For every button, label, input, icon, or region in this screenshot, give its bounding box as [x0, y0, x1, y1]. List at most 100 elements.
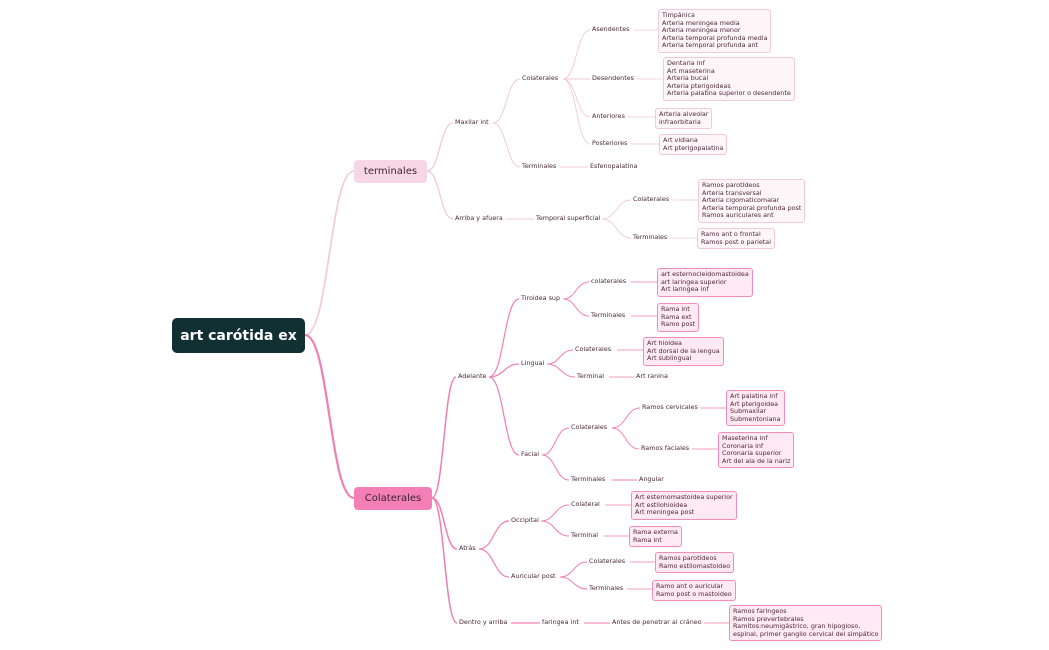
node-occipital-colateral[interactable]: Colateral	[571, 500, 600, 508]
node-tiroidea-sup[interactable]: Tiroidea sup	[521, 294, 561, 302]
node-auricular-post[interactable]: Auricular post	[511, 572, 556, 580]
node-terminales-temporal[interactable]: Terminales	[633, 233, 668, 241]
node-tiroidea-terminales[interactable]: Terminales	[591, 311, 626, 319]
node-faringea-int[interactable]: faringea int	[542, 618, 579, 626]
node-art-ranina[interactable]: Art ranina	[636, 372, 668, 380]
node-adelante[interactable]: Adelante	[458, 372, 487, 380]
connector-line	[541, 427, 570, 456]
list-line: Coronaria inf	[722, 441, 764, 450]
node-colaterales-maxilar[interactable]: Colaterales	[522, 74, 559, 82]
list-line: Ramo estilomastoideo	[659, 561, 731, 570]
node-occipital[interactable]: Occipital	[511, 516, 539, 524]
list-line: Dentaria inf	[667, 59, 705, 67]
list-line: espinal, primer ganglio cervical del sim…	[733, 629, 879, 638]
node-ramos-cervicales[interactable]: Ramos cervicales	[642, 403, 698, 411]
node-facial[interactable]: Facial	[521, 450, 539, 458]
node-lingual-terminal[interactable]: Terminal	[577, 372, 605, 380]
connector-line	[559, 561, 588, 578]
list-line: Arteria temporal profunda media	[662, 33, 768, 42]
connector-line	[478, 520, 510, 550]
branch-colaterales[interactable]: Colaterales	[354, 487, 432, 510]
list-line: Art palatina inf	[730, 392, 778, 400]
list-line: Maseterina inf	[722, 434, 768, 442]
list-line: Art dorsal de la lengua	[647, 346, 720, 355]
node-lingual-colaterales[interactable]: Colaterales	[575, 345, 612, 353]
list-line: Arteria transversal	[702, 188, 762, 197]
list-line: Arteria palatina superior o desendente	[667, 89, 791, 98]
node-auricular-colaterales[interactable]: Colaterales	[589, 557, 626, 565]
node-atras[interactable]: Atrás	[459, 544, 476, 552]
list-line: Art sublingual	[647, 354, 692, 363]
node-occipital-terminal[interactable]: Terminal	[571, 531, 599, 539]
node-tiroidea-colaterales[interactable]: colaterales	[591, 277, 627, 285]
node-facial-colaterales[interactable]: Colaterales	[571, 423, 608, 431]
connector-line	[492, 78, 521, 124]
node-angular[interactable]: Angular	[639, 475, 664, 483]
list-line: Ramos parotídeos	[659, 554, 717, 562]
list-line: Art esternomastoidea superior	[635, 493, 733, 501]
node-temporal-superficial[interactable]: Temporal superficial	[536, 214, 601, 222]
node-esfenopalatina[interactable]: Esfenopalatina	[590, 162, 638, 170]
list-line: Ramos auriculares ant	[702, 211, 774, 220]
node-desendentes[interactable]: Desendentes	[592, 74, 634, 82]
node-asendentes[interactable]: Asendentes	[592, 25, 630, 33]
root-node[interactable]: art carótida ex	[172, 318, 305, 353]
connector-line	[426, 170, 454, 220]
list-line: infraorbitaria	[659, 117, 701, 126]
node-auricular-terminales[interactable]: Terminales	[589, 584, 624, 592]
connector-line	[611, 427, 640, 450]
connector-line	[426, 122, 454, 172]
list-line: Arteria alveolar	[659, 110, 709, 118]
node-facial-terminales[interactable]: Terminales	[571, 475, 606, 483]
list-line: Arteria bucal	[667, 74, 709, 83]
connector-line	[541, 454, 570, 481]
list-line: Art pterigopalatina	[663, 143, 724, 152]
node-anteriores[interactable]: Anteriores	[592, 112, 625, 120]
list-line: Ramo ant o auricular	[656, 582, 724, 590]
connector-line	[540, 504, 570, 522]
list-line: Art maseterina	[667, 66, 715, 75]
list-line: Arteria temporal profunda ant	[662, 41, 759, 50]
list-line: Ramos prevertebrales	[733, 614, 804, 623]
connector-line	[601, 199, 632, 220]
connector-line	[478, 548, 510, 578]
connector-line	[492, 122, 521, 168]
list-line: Ramo post	[661, 320, 696, 329]
node-arriba-afuera[interactable]: Arriba y afuera	[455, 214, 503, 222]
node-maxilar-int[interactable]: Maxilar int	[455, 118, 489, 126]
list-line: Arteria pterigoideas	[667, 81, 731, 90]
node-colaterales-temporal[interactable]: Colaterales	[633, 195, 670, 203]
node-lingual[interactable]: Lingual	[521, 359, 545, 367]
node-dentro-arriba[interactable]: Dentro y arriba	[459, 618, 508, 626]
connector-line	[488, 298, 520, 378]
list-line: Arteria meningea media	[662, 18, 740, 27]
node-terminales-maxilar[interactable]: Terminales	[522, 162, 557, 170]
list-line: Ramos faringeos	[733, 607, 787, 615]
branch-terminales[interactable]: terminales	[354, 160, 427, 183]
connector-line	[562, 29, 591, 80]
connector-line	[611, 407, 641, 429]
list-line: Rama int	[661, 305, 690, 313]
node-ramos-faciales[interactable]: Ramos faciales	[641, 444, 690, 452]
node-posteriores[interactable]: Posteriores	[592, 139, 628, 147]
node-antes-craneo[interactable]: Antes de penetrar al cráneo	[612, 618, 702, 626]
connector-line	[562, 298, 590, 317]
connector-line	[488, 363, 520, 378]
